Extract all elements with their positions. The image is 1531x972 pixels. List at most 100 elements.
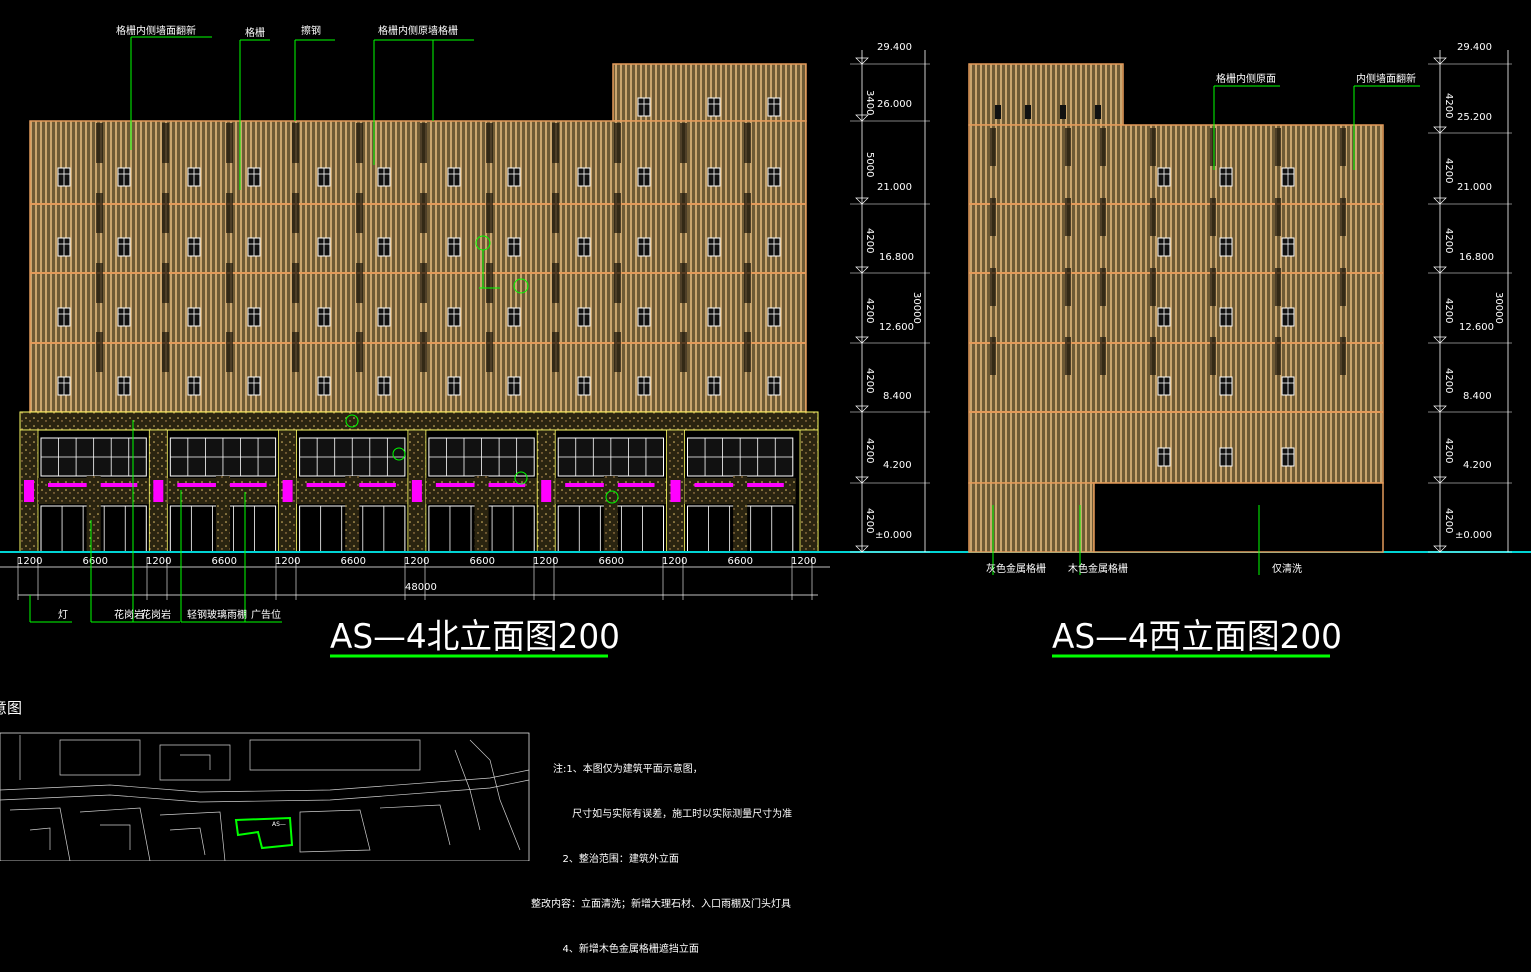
window	[117, 167, 131, 187]
window	[1157, 307, 1171, 327]
svg-text:花岗岩: 花岗岩	[114, 608, 144, 621]
window	[637, 237, 651, 257]
north-windows	[57, 97, 781, 396]
west-elevation: 格栅内侧原面 内侧墙面翻新 灰色金属格栅 木色金属格栅 仅清洗	[968, 63, 1420, 575]
window	[187, 307, 201, 327]
window	[707, 237, 721, 257]
window	[577, 167, 591, 187]
window	[767, 307, 781, 327]
window	[317, 307, 331, 327]
svg-text:内侧墙面翻新: 内侧墙面翻新	[1356, 72, 1416, 85]
window	[767, 97, 781, 117]
window	[247, 167, 261, 187]
svg-text:16.800: 16.800	[1459, 252, 1494, 263]
window	[1219, 447, 1233, 467]
window	[1157, 447, 1171, 467]
window	[377, 167, 391, 187]
lamp	[153, 480, 164, 502]
window	[767, 376, 781, 396]
dim-label: 6600	[212, 556, 237, 567]
svg-text:30000: 30000	[911, 292, 922, 324]
note-line: 注:1、本图仅为建筑平面示意图，	[553, 764, 703, 775]
svg-text:4200: 4200	[1443, 368, 1454, 393]
svg-text:仅清洗: 仅清洗	[1272, 562, 1302, 575]
window	[117, 307, 131, 327]
svg-text:4200: 4200	[1443, 158, 1454, 183]
window	[117, 237, 131, 257]
stone-column	[215, 476, 230, 552]
north-elevation: 格栅内侧墙面翻新 格栅 擦钢 格栅内侧原墙格栅	[19, 24, 819, 553]
stone-column	[603, 476, 618, 552]
north-upper-facade	[29, 120, 807, 413]
note-line: 2、整治范围：建筑外立面	[553, 854, 679, 865]
window	[1281, 447, 1295, 467]
svg-text:4200: 4200	[1443, 438, 1454, 463]
north-elev-1: 26.000	[877, 99, 912, 110]
north-leaders	[130, 36, 500, 289]
north-elev-5: 8.400	[883, 391, 912, 402]
svg-text:格栅内侧墙面翻新: 格栅内侧墙面翻新	[116, 24, 196, 37]
svg-text:30000: 30000	[1493, 292, 1504, 324]
window	[1219, 376, 1233, 396]
window	[1281, 237, 1295, 257]
window	[57, 307, 71, 327]
svg-text:4200: 4200	[864, 298, 875, 323]
dim-label: 1200	[404, 556, 429, 567]
dim-label: 6600	[341, 556, 366, 567]
stone-column	[345, 476, 360, 552]
svg-text:4200: 4200	[864, 368, 875, 393]
window	[1157, 376, 1171, 396]
window	[377, 237, 391, 257]
window	[377, 376, 391, 396]
window	[767, 237, 781, 257]
window	[707, 376, 721, 396]
site-plan-title: 意图	[0, 699, 22, 717]
window	[187, 237, 201, 257]
dim-label: 1200	[662, 556, 687, 567]
site-plan	[0, 732, 530, 861]
svg-text:木色金属格栅: 木色金属格栅	[1068, 562, 1128, 575]
svg-text:4200: 4200	[1443, 298, 1454, 323]
window	[1281, 307, 1295, 327]
window	[1281, 167, 1295, 187]
dim-label: 6600	[470, 556, 495, 567]
svg-text:4200: 4200	[864, 438, 875, 463]
window	[1219, 237, 1233, 257]
window	[637, 97, 651, 117]
north-elev-2: 21.000	[877, 182, 912, 193]
north-elev-3: 16.800	[879, 252, 914, 263]
window	[247, 237, 261, 257]
dim-label: 1200	[533, 556, 558, 567]
window	[57, 167, 71, 187]
stone-pillar	[799, 429, 819, 553]
north-elev-7: ±0.000	[875, 530, 912, 541]
window	[447, 307, 461, 327]
window	[507, 167, 521, 187]
window	[707, 167, 721, 187]
svg-text:4200: 4200	[1443, 508, 1454, 533]
dim-label: 6600	[599, 556, 624, 567]
site-plan-highlight	[234, 816, 294, 850]
svg-text:轻钢玻璃雨棚: 轻钢玻璃雨棚	[187, 608, 247, 621]
west-dimensions: 4200 4200 4200 4200 4200 4200 4200 30000…	[1428, 42, 1512, 553]
north-elev-0: 29.400	[877, 42, 912, 53]
window	[247, 376, 261, 396]
window	[447, 237, 461, 257]
svg-text:25.200: 25.200	[1457, 112, 1492, 123]
window	[1281, 376, 1295, 396]
svg-text:4200: 4200	[1443, 228, 1454, 253]
window	[447, 167, 461, 187]
svg-text:格栅: 格栅	[245, 26, 265, 39]
svg-text:4200: 4200	[864, 508, 875, 533]
dim-label: 1200	[146, 556, 171, 567]
north-elev-4: 12.600	[879, 322, 914, 333]
lamp	[24, 480, 34, 502]
window	[57, 376, 71, 396]
svg-text:4.200: 4.200	[1463, 460, 1492, 471]
lamp	[282, 480, 293, 502]
window	[577, 376, 591, 396]
svg-text:21.000: 21.000	[1457, 182, 1492, 193]
window	[1157, 237, 1171, 257]
svg-text:12.600: 12.600	[1459, 322, 1494, 333]
lamp	[670, 480, 681, 502]
